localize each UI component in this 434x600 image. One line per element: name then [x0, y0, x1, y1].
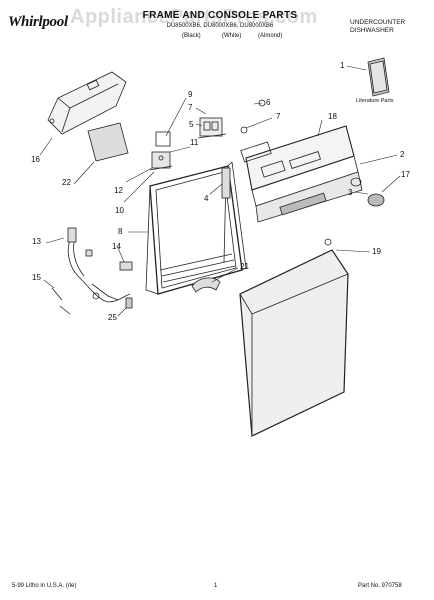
callout-19: 19 [372, 247, 381, 256]
door-latch-rod [221, 167, 231, 199]
callout-17: 17 [401, 170, 410, 179]
callout-5: 5 [189, 120, 194, 129]
outer-door-panel [239, 238, 349, 437]
console-bracket [47, 71, 127, 135]
callout-8: 8 [118, 227, 123, 236]
page-title: FRAME AND CONSOLE PARTS [142, 10, 298, 21]
product-type: UNDERCOUNTER DISHWASHER [350, 19, 430, 35]
callout-16: 16 [31, 155, 40, 164]
console-panel [240, 125, 363, 223]
model-numbers: DU8500XB6, DU8000XB6, DU8000XB6 [166, 23, 274, 29]
callout-2: 2 [400, 150, 405, 159]
callout-3: 3 [348, 188, 353, 197]
callout-4: 4 [204, 194, 209, 203]
screw [258, 99, 266, 107]
callout-7b: 7 [188, 103, 193, 112]
callout-21: 21 [240, 262, 249, 271]
footer-page: 1 [214, 583, 218, 589]
color-white: (White) [222, 33, 242, 39]
callout-14: 14 [112, 242, 121, 251]
control-knob [350, 177, 385, 207]
watermark: AppliancePartsPros.com [70, 6, 318, 28]
insulation-pad [87, 122, 129, 162]
callout-11: 11 [190, 138, 199, 147]
latch-assembly [149, 131, 173, 171]
clip [125, 297, 133, 309]
callout-25: 25 [108, 313, 117, 322]
product-line-1: UNDERCOUNTER [350, 19, 406, 26]
footer-part-no: Part No. 970758 [358, 583, 402, 589]
callout-12: 12 [114, 186, 123, 195]
switch-cluster [197, 117, 227, 139]
literature-parts-label: Literature Parts [356, 98, 394, 104]
whirlpool-logo: Whirlpool [8, 14, 68, 30]
callout-6: 6 [266, 98, 271, 107]
color-almond: (Almond) [258, 33, 283, 39]
door-frame [145, 161, 247, 295]
wire-harness [51, 227, 133, 315]
callout-7a: 7 [276, 112, 281, 121]
callout-10: 10 [115, 206, 124, 215]
callout-22: 22 [62, 178, 71, 187]
footer-litho: 5-99 Litho in U.S.A. (rle) [12, 583, 77, 589]
callout-9: 9 [188, 90, 193, 99]
callout-15: 15 [32, 273, 41, 282]
product-line-2: DISHWASHER [350, 27, 394, 34]
callout-1: 1 [340, 61, 345, 70]
callout-18: 18 [328, 112, 337, 121]
screw [240, 126, 248, 134]
literature-booklet [367, 57, 390, 97]
callout-13: 13 [32, 237, 41, 246]
color-black: (Black) [182, 33, 201, 39]
